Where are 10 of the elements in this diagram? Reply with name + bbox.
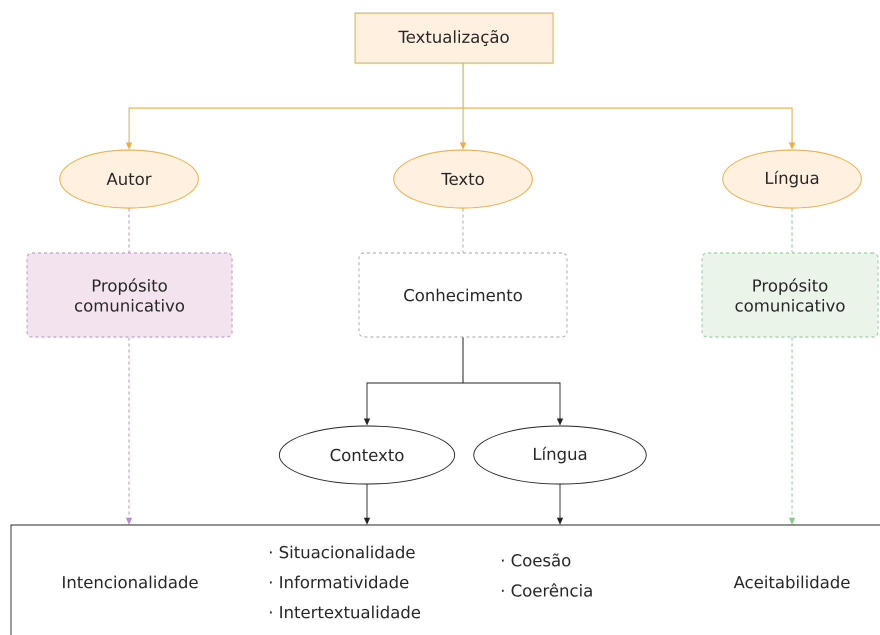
process-box: Conhecimento bbox=[358, 252, 568, 338]
panel-box: Intencionalidade · Situacionalidade · Informatividade · Intertextualidade · Coesão · Coerência Aceitabilidade bbox=[10, 524, 880, 635]
ellipse-node: Autor bbox=[59, 150, 199, 208]
ellipse-node: Língua bbox=[722, 150, 862, 208]
ellipse-node: Texto bbox=[393, 150, 533, 208]
ellipse-node: Contexto bbox=[278, 426, 456, 484]
title-box: Textualização bbox=[354, 12, 554, 64]
process-box: Propósito comunicativo bbox=[702, 252, 878, 338]
ellipse-node: Língua bbox=[473, 426, 647, 484]
process-box: Propósito comunicativo bbox=[26, 252, 232, 338]
